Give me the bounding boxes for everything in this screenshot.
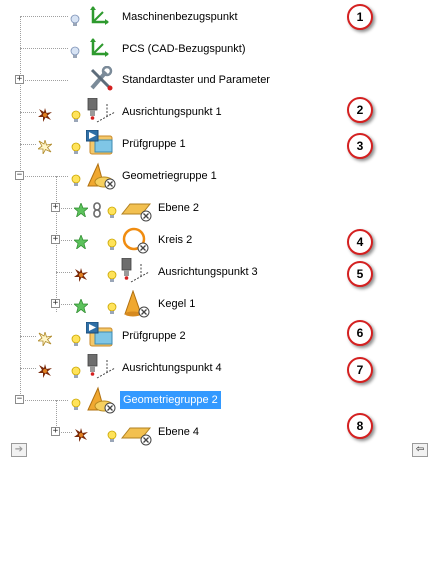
inspection-group-icon: [85, 129, 114, 159]
tree-item-label-selected: Geometriegruppe 2: [120, 391, 221, 409]
burst-icon[interactable]: [38, 108, 52, 125]
lightbulb-icon[interactable]: [107, 238, 117, 255]
tree-item-label: Ebene 2: [158, 202, 199, 214]
lightbulb-icon[interactable]: [107, 430, 117, 447]
tree-item-label: Prüfgruppe 2: [122, 330, 186, 342]
tree-item-label: Ebene 4: [158, 426, 199, 438]
plane-icon: [120, 422, 152, 449]
callout-badge: 8: [347, 413, 373, 439]
tree-item-label: Ausrichtungspunkt 4: [122, 362, 222, 374]
tree-item-geometriegruppe-1[interactable]: − Geometriegruppe 1: [0, 162, 439, 192]
axis-icon: [89, 36, 111, 61]
star-icon[interactable]: [73, 298, 89, 316]
plane-icon: [120, 198, 152, 225]
callout-badge: 5: [347, 261, 373, 287]
tree-item-label: Standardtaster und Parameter: [122, 74, 270, 86]
alignment-probe-icon: [85, 97, 119, 127]
callout-badge: 7: [347, 357, 373, 383]
burst-icon[interactable]: [38, 364, 52, 381]
inspection-group-icon: [85, 321, 114, 351]
tree-item-ausrichtungspunkt-3[interactable]: Ausrichtungspunkt 3: [0, 257, 439, 288]
callout-badge: 2: [347, 97, 373, 123]
expand-icon[interactable]: +: [15, 74, 24, 84]
lightbulb-icon[interactable]: [70, 46, 80, 63]
arrow-right-icon[interactable]: ➔: [11, 443, 27, 457]
alignment-probe-icon: [85, 353, 119, 383]
callout-badge: 6: [347, 320, 373, 346]
tree-item-label: Geometriegruppe 1: [122, 170, 217, 182]
tree-item-label: Kegel 1: [158, 298, 196, 310]
tree-item-ausrichtungspunkt-4[interactable]: Ausrichtungspunkt 4: [0, 353, 439, 384]
alignment-probe-icon: [119, 257, 153, 287]
axis-icon: [89, 4, 111, 29]
tree-item-label: Ausrichtungspunkt 1: [122, 106, 222, 118]
lightbulb-icon[interactable]: [71, 142, 81, 159]
burst-icon[interactable]: [74, 428, 88, 445]
tree-item-maschinenbezugspunkt[interactable]: Maschinenbezugspunkt: [0, 2, 439, 32]
tree-item-pruefgruppe-1[interactable]: Prüfgruppe 1: [0, 129, 439, 160]
collapse-icon[interactable]: −: [15, 170, 24, 180]
link-icon[interactable]: [92, 202, 102, 221]
expand-icon[interactable]: +: [51, 298, 60, 308]
tree-item-ebene-2[interactable]: + Ebene 2: [0, 194, 439, 224]
collapse-icon[interactable]: −: [15, 394, 24, 404]
lightbulb-icon[interactable]: [71, 366, 81, 383]
tree-item-standardtaster[interactable]: + Standardtaster und Parameter: [0, 65, 439, 96]
tree-item-kreis-2[interactable]: + Kreis 2: [0, 226, 439, 256]
lightbulb-icon[interactable]: [107, 206, 117, 223]
tree-item-pruefgruppe-2[interactable]: Prüfgruppe 2: [0, 321, 439, 352]
lightbulb-icon[interactable]: [107, 302, 117, 319]
lightbulb-icon[interactable]: [107, 270, 117, 287]
callout-badge: 1: [347, 4, 373, 30]
geometry-group-icon: [86, 162, 116, 193]
lightbulb-icon[interactable]: [70, 14, 80, 31]
tree-item-label: Prüfgruppe 1: [122, 138, 186, 150]
tree-item-ausrichtungspunkt-1[interactable]: Ausrichtungspunkt 1: [0, 97, 439, 128]
expand-icon[interactable]: +: [51, 234, 60, 244]
tree-item-label: PCS (CAD-Bezugspunkt): [122, 43, 246, 55]
geometry-group-icon: [86, 386, 116, 417]
expand-icon[interactable]: +: [51, 426, 60, 436]
tree-item-kegel-1[interactable]: + Kegel 1: [0, 289, 439, 321]
burst-outline-icon[interactable]: [36, 330, 53, 349]
tree-item-label: Maschinenbezugspunkt: [122, 11, 238, 23]
tree-item-label: Ausrichtungspunkt 3: [158, 266, 258, 278]
burst-icon[interactable]: [74, 268, 88, 285]
circle-icon: [121, 226, 149, 257]
tools-icon: [88, 65, 114, 95]
cone-icon: [122, 289, 150, 321]
tree-item-pcs[interactable]: PCS (CAD-Bezugspunkt): [0, 34, 439, 64]
lightbulb-icon[interactable]: [71, 174, 81, 191]
callout-badge: 4: [347, 229, 373, 255]
tree-item-label: Kreis 2: [158, 234, 193, 246]
callout-badge: 3: [347, 133, 373, 159]
star-icon[interactable]: [73, 202, 89, 220]
burst-outline-icon[interactable]: [36, 138, 53, 157]
tree-item-geometriegruppe-2[interactable]: − Geometriegruppe 2: [0, 386, 439, 416]
lightbulb-icon[interactable]: [71, 110, 81, 127]
arrow-left-icon[interactable]: ⇦: [412, 443, 428, 457]
lightbulb-icon[interactable]: [71, 334, 81, 351]
star-icon[interactable]: [73, 234, 89, 252]
lightbulb-icon[interactable]: [71, 398, 81, 415]
expand-icon[interactable]: +: [51, 202, 60, 212]
tree-item-ebene-4[interactable]: + Ebene 4: [0, 418, 439, 448]
